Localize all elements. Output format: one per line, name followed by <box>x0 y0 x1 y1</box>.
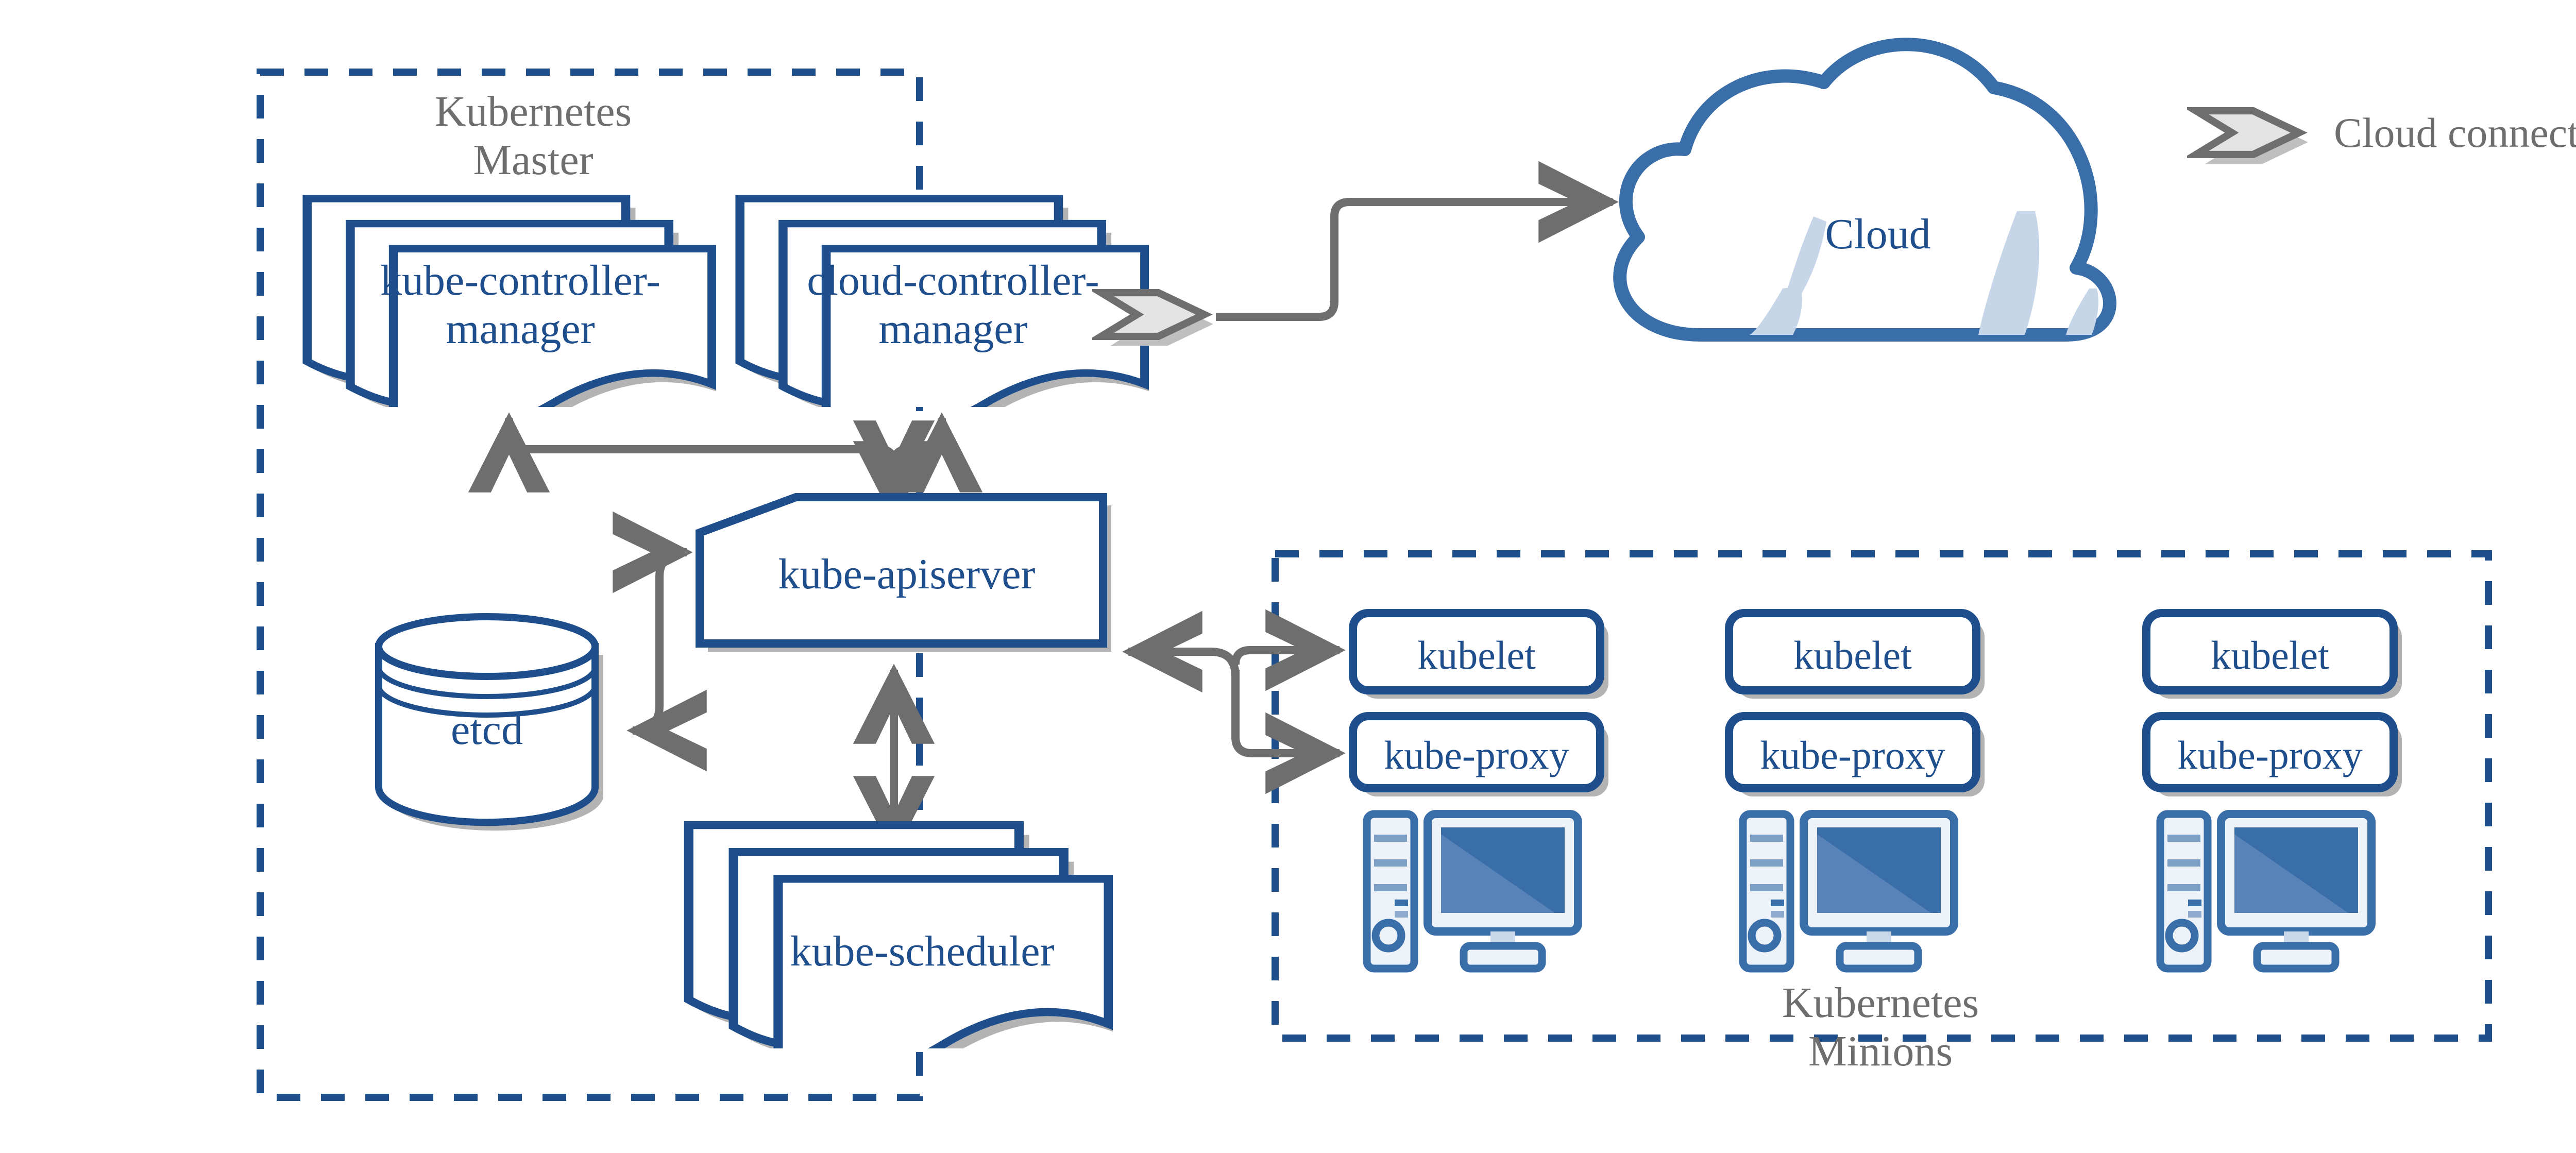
computer-icon-1 <box>1367 814 1578 969</box>
minion-1 <box>1349 609 1608 969</box>
legend-cloud-connector-icon <box>2196 111 2308 164</box>
node-cloud-controller-manager[interactable] <box>740 198 1155 439</box>
connector-etcd-apiserver <box>613 511 707 772</box>
group-kubernetes-minions-boundary <box>1272 550 2492 1042</box>
node-kube-proxy-1[interactable] <box>1349 712 1608 796</box>
connector-apiserver-to-minion-trunk <box>1122 611 1240 711</box>
node-kube-apiserver[interactable] <box>696 493 1111 652</box>
connector-trunk-to-kubelet <box>1231 609 1346 691</box>
node-cloud[interactable] <box>1613 38 2116 342</box>
node-kube-scheduler[interactable] <box>689 825 1118 1083</box>
node-kube-proxy-3[interactable] <box>2142 712 2402 796</box>
connector-chevron-to-cloud <box>1216 161 1619 321</box>
minion-3 <box>2142 609 2402 969</box>
node-kubelet-3[interactable] <box>2142 609 2402 699</box>
connector-trunk-to-kube-proxy <box>1231 670 1346 794</box>
connector-apiserver-branch-left <box>468 412 898 505</box>
node-kubelet-2[interactable] <box>1725 609 1985 699</box>
node-etcd[interactable] <box>375 613 603 831</box>
node-kube-proxy-2[interactable] <box>1725 712 1985 796</box>
node-kube-controller-manager[interactable] <box>307 198 722 439</box>
computer-icon-2 <box>1743 814 1954 969</box>
minion-2 <box>1725 609 1985 969</box>
computer-icon-3 <box>2160 814 2371 969</box>
node-kubelet-1[interactable] <box>1349 609 1608 699</box>
connector-layer <box>468 161 1619 856</box>
